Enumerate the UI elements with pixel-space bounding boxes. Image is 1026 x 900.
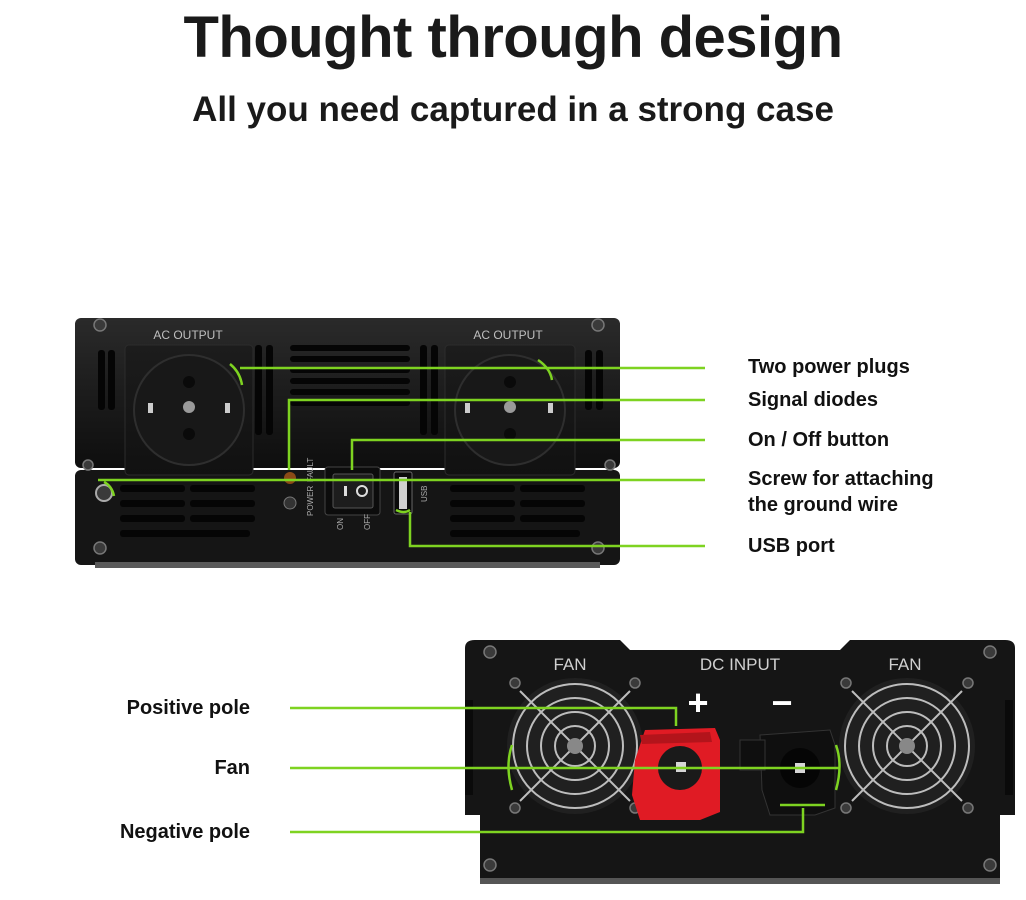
fault-diode [284, 472, 296, 484]
power-switch[interactable] [324, 466, 381, 516]
callout-signal-diodes: Signal diodes [748, 389, 879, 411]
minus-sign: − [771, 682, 792, 723]
callout-usb-port: USB port [748, 535, 835, 557]
power-label: POWER [306, 486, 315, 516]
callout-ground-screw-line2: the ground wire [748, 494, 898, 516]
page-subtitle: All you need captured in a strong case [192, 90, 834, 129]
ac-output-left-label: AC OUTPUT [153, 328, 223, 342]
ac-socket-right [444, 344, 576, 476]
callout-on-off-button: On / Off button [748, 429, 890, 451]
fan-right [839, 678, 975, 814]
off-label: OFF [363, 514, 372, 530]
back-panel-illustration: FAN DC INPUT FAN + − [465, 640, 1015, 884]
front-panel-illustration: AC OUTPUT AC OUTPUT POWER FAULT ON OFF U… [75, 318, 620, 568]
on-label: ON [336, 518, 345, 530]
callout-ground-screw-line1: Screw for attaching [748, 468, 934, 490]
fan-right-label: FAN [888, 655, 921, 674]
back-case-screws [483, 645, 997, 872]
usb-port[interactable] [393, 471, 413, 515]
fan-left [507, 678, 643, 814]
callout-negative-pole: Negative pole [119, 821, 250, 843]
page-title: Thought through design [183, 5, 843, 70]
fan-left-label: FAN [553, 655, 586, 674]
callout-fan: Fan [214, 757, 250, 779]
power-diode [283, 496, 297, 510]
fault-label: FAULT [306, 458, 315, 482]
positive-terminal [632, 728, 720, 820]
case-screws [82, 318, 616, 555]
callout-two-power-plugs: Two power plugs [748, 356, 910, 378]
ac-output-right-label: AC OUTPUT [473, 328, 543, 342]
dc-input-label: DC INPUT [700, 655, 780, 674]
front-callout-lines [98, 358, 705, 548]
plus-sign: + [687, 682, 708, 723]
back-callout-lines [290, 706, 841, 834]
ac-socket-left [124, 344, 254, 476]
usb-label: USB [420, 486, 429, 502]
callout-positive-pole: Positive pole [126, 697, 250, 719]
